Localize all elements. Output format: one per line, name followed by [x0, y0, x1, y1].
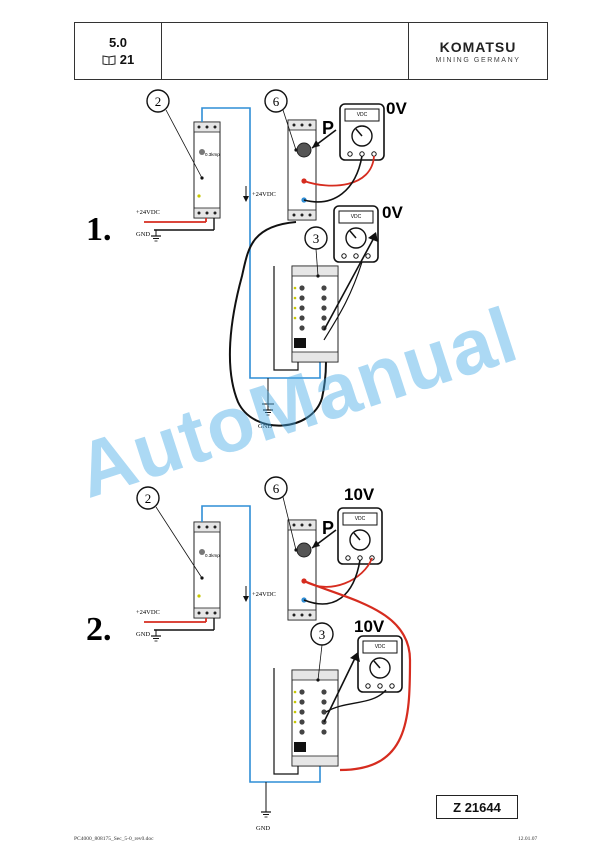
step-number: 1. — [86, 211, 112, 248]
figure-id: Z 21644 — [436, 795, 518, 819]
callout-2 — [136, 486, 160, 510]
panel-2: 2. 0.3kmp 2 +24VDC GND +24VDC 6 P — [86, 476, 412, 832]
probe-wire-black — [303, 155, 363, 203]
book-icon — [102, 54, 116, 65]
svg-text:VDC: VDC — [355, 516, 366, 522]
brand-cell: KOMATSU MINING GERMANY — [409, 23, 547, 79]
page-label: 21 — [119, 52, 135, 67]
section-label: 5.0 — [108, 35, 128, 50]
callout-6-label: 6 — [273, 94, 280, 109]
terminal-block — [291, 669, 339, 767]
voltmeter-lower: VDC — [357, 635, 403, 693]
leader-dot — [200, 176, 204, 180]
page-header: 5.0 21 KOMATSU MINING GERMANY — [74, 22, 548, 80]
brand-subtitle: MINING GERMANY — [435, 56, 521, 64]
svg-text:2: 2 — [145, 491, 152, 506]
probe-wire-red — [303, 155, 375, 187]
callout-6 — [264, 89, 288, 113]
voltmeter-lower: VDC — [333, 205, 379, 263]
meter-top-reading: 10V — [344, 485, 375, 504]
pressure-sensor — [287, 119, 317, 221]
callout-3-label: 3 — [313, 231, 320, 246]
svg-text:3: 3 — [319, 627, 326, 642]
step-number: 2. — [86, 611, 112, 648]
meter-lower-reading: 10V — [354, 617, 385, 636]
gnd-label: GND — [136, 231, 150, 238]
probe-arrow — [323, 233, 377, 331]
meter-face-label: VDC — [357, 112, 368, 118]
gnd-bottom-label: GND — [258, 423, 272, 430]
leader-line — [165, 109, 203, 179]
callout-2 — [146, 89, 170, 113]
brand-logo: KOMATSU — [439, 38, 517, 55]
supply-label: +24VDC — [136, 209, 160, 216]
header-title-cell — [162, 23, 409, 79]
svg-text:6: 6 — [273, 481, 280, 496]
module-setting-label: 0.3kmp — [205, 152, 220, 157]
signal-wire-blue — [201, 107, 321, 379]
svg-text:VDC: VDC — [351, 214, 362, 220]
svg-text:VDC: VDC — [375, 644, 386, 650]
svg-text:GND: GND — [256, 825, 270, 832]
section-number: 5.0 — [109, 35, 127, 50]
relay-module: 0.3kmp — [193, 521, 221, 619]
panel-1: 1. 0.3kmp 2 +24VDC GND +24VDC 6 P — [86, 89, 407, 430]
voltmeter-top: VDC — [337, 507, 383, 565]
footer-date: 12.01.07 — [518, 836, 538, 842]
page-number: 21 — [102, 52, 134, 67]
footer-filename: PC4000_808175_Sec_5-0_rev0.doc — [74, 836, 154, 842]
loop-wire-black — [228, 221, 327, 427]
section-cell: 5.0 21 — [75, 23, 162, 79]
relay-module: 0.3kmp — [193, 121, 221, 219]
probe-wire-red-long — [303, 579, 412, 772]
meter-top-reading: 0V — [386, 99, 407, 118]
svg-text:0.3kmp: 0.3kmp — [205, 553, 220, 558]
side-supply-label: +24VDC — [252, 191, 276, 198]
svg-text:+24VDC: +24VDC — [252, 591, 276, 598]
callout-2-label: 2 — [155, 94, 162, 109]
meter-lower-reading: 0V — [382, 203, 403, 222]
voltmeter-top: VDC — [339, 103, 385, 161]
svg-text:GND: GND — [136, 631, 150, 638]
callout-6 — [264, 476, 288, 500]
svg-text:+24VDC: +24VDC — [136, 609, 160, 616]
